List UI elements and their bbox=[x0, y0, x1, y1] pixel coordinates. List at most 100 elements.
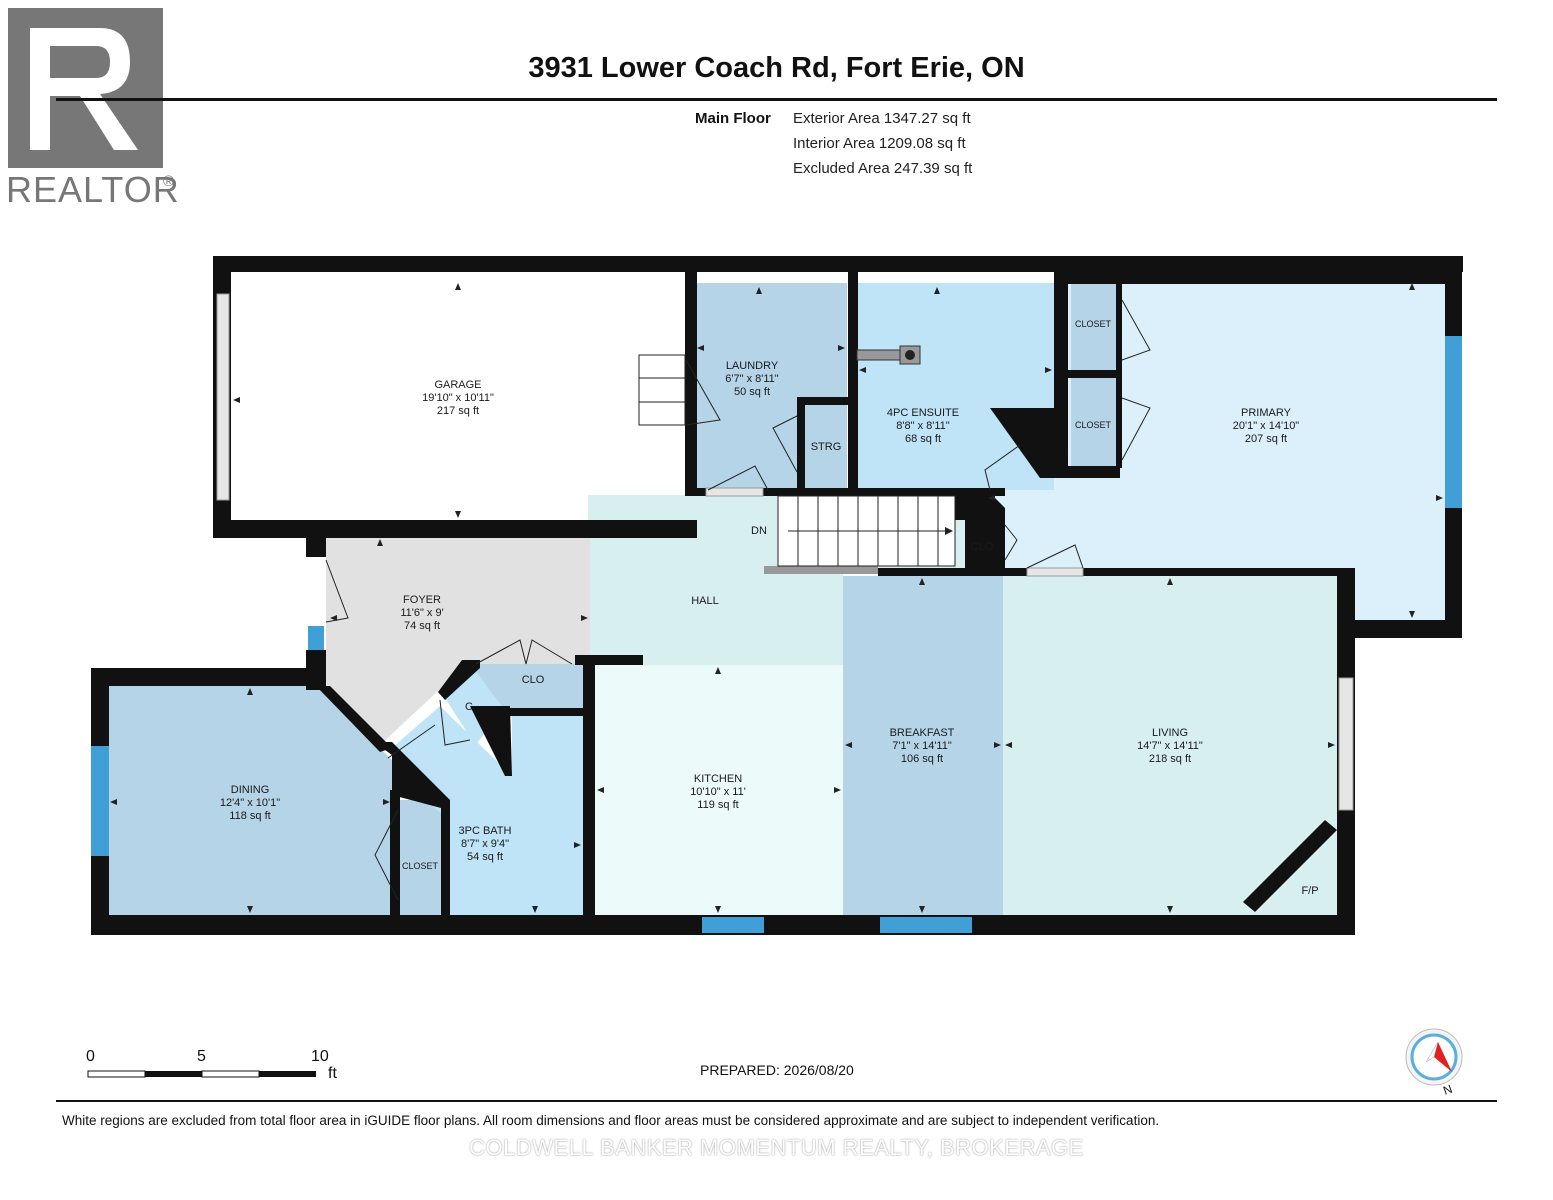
stair-arrow-head bbox=[945, 527, 953, 535]
wall bbox=[797, 397, 849, 405]
kitchen-name: KITCHEN bbox=[694, 773, 742, 785]
dimension-markers bbox=[110, 283, 1443, 913]
arrow-marker bbox=[1005, 742, 1012, 748]
door-swings bbox=[325, 299, 1151, 901]
window bbox=[1445, 336, 1462, 508]
wall bbox=[500, 708, 583, 716]
kitchen-fill bbox=[595, 665, 843, 915]
wall bbox=[575, 655, 643, 665]
breakfast-dims: 7'1" x 14'11" bbox=[892, 740, 952, 752]
wall bbox=[1347, 620, 1462, 638]
arrow-marker bbox=[247, 906, 253, 913]
strg-label: STRG bbox=[811, 441, 842, 453]
arrow-marker bbox=[574, 842, 581, 848]
primary-dims: 20'1" x 14'10" bbox=[1233, 420, 1300, 432]
door-swing bbox=[439, 699, 471, 746]
closet-dining-fill bbox=[398, 800, 441, 915]
window bbox=[880, 917, 972, 933]
wall bbox=[697, 488, 1005, 496]
interior-area: Interior Area 1209.08 sq ft bbox=[793, 135, 966, 152]
closet-top-fill bbox=[1071, 278, 1116, 370]
arrow-marker bbox=[110, 799, 117, 805]
garage-area: 217 sq ft bbox=[437, 405, 479, 417]
arrow-marker bbox=[597, 787, 604, 793]
arrow-marker bbox=[1167, 906, 1173, 913]
garage-dims: 19'10" x 10'11" bbox=[422, 392, 494, 404]
arrow-marker bbox=[697, 345, 704, 351]
clo-stair-label: CLO bbox=[971, 541, 994, 553]
ensuite-name: 4PC ENSUITE bbox=[887, 407, 959, 419]
arrow-marker bbox=[715, 906, 721, 913]
door-swing bbox=[1004, 524, 1018, 561]
wall bbox=[878, 568, 1355, 576]
realtor-r-logo bbox=[8, 8, 163, 168]
wall bbox=[583, 655, 595, 915]
door-swing bbox=[387, 724, 436, 759]
bath-name: 3PC BATH bbox=[459, 825, 512, 837]
wall bbox=[1056, 466, 1120, 478]
scale-segment bbox=[259, 1071, 316, 1077]
breakfast-fill bbox=[843, 576, 1003, 915]
windows bbox=[91, 293, 1462, 933]
wall bbox=[797, 397, 805, 490]
opening bbox=[705, 487, 764, 497]
north-compass-icon: N bbox=[1405, 1028, 1463, 1098]
prepared-date: PREPARED: 2026/08/20 bbox=[700, 1062, 854, 1078]
arrow-marker bbox=[859, 367, 866, 373]
foyer-area: 74 sq ft bbox=[404, 620, 440, 632]
ensuite-dims: 8'8" x 8'11" bbox=[896, 420, 949, 432]
arrow-marker bbox=[581, 615, 588, 621]
opening bbox=[216, 293, 230, 501]
compass-label: N bbox=[1441, 1082, 1454, 1098]
arrow-marker bbox=[455, 511, 461, 518]
wall bbox=[990, 408, 1068, 478]
breakfast-name: BREAKFAST bbox=[890, 727, 955, 739]
arrow-marker bbox=[838, 345, 845, 351]
breakfast-area: 106 sq ft bbox=[901, 753, 943, 765]
ensuite-fixture bbox=[856, 345, 921, 365]
primary-area: 207 sq ft bbox=[1245, 433, 1287, 445]
arrow-marker bbox=[834, 787, 841, 793]
excluded-area: Excluded Area 247.39 sq ft bbox=[793, 160, 973, 177]
foyer-fill bbox=[326, 537, 590, 745]
door-swing bbox=[707, 465, 769, 491]
kitchen-area: 119 sq ft bbox=[697, 799, 738, 811]
arrow-marker bbox=[1436, 495, 1443, 501]
opening bbox=[764, 566, 878, 574]
foyer-name: FOYER bbox=[403, 594, 441, 606]
wall bbox=[374, 742, 450, 915]
arrow-marker bbox=[1045, 367, 1052, 373]
dining-area: 118 sq ft bbox=[229, 810, 270, 822]
closet-primary-bottom-label: CLOSET bbox=[1075, 420, 1112, 430]
floor-label: Main Floor bbox=[695, 110, 771, 127]
arrow-marker bbox=[1167, 578, 1173, 585]
arrow-marker bbox=[330, 615, 337, 621]
garage-name: GARAGE bbox=[434, 379, 481, 391]
exterior-area: Exterior Area 1347.27 sq ft bbox=[793, 110, 971, 127]
laundry-dims: 6'7" x 8'11" bbox=[725, 373, 778, 385]
scale-segment bbox=[145, 1071, 202, 1077]
scale-unit: ft bbox=[328, 1065, 337, 1082]
garage-fill bbox=[230, 270, 685, 522]
arrow-marker bbox=[715, 667, 721, 674]
footer-divider bbox=[56, 1100, 1497, 1102]
hall-name: HALL bbox=[691, 595, 719, 607]
ensuite-fill bbox=[857, 283, 1054, 490]
wall bbox=[1068, 370, 1120, 378]
bath-dims: 8'7" x 9'4" bbox=[461, 838, 509, 850]
door-swing bbox=[1121, 397, 1151, 461]
wall bbox=[1243, 820, 1337, 912]
arrow-marker bbox=[994, 742, 1001, 748]
garage-steps bbox=[638, 354, 686, 426]
bath-fill bbox=[392, 706, 583, 915]
page-title: 3931 Lower Coach Rd, Fort Erie, ON bbox=[528, 52, 1025, 84]
window bbox=[91, 746, 109, 856]
arrow-marker bbox=[756, 287, 762, 294]
arrow-marker bbox=[247, 688, 253, 695]
living-name: LIVING bbox=[1152, 727, 1188, 739]
arrow-marker bbox=[934, 287, 940, 294]
arrow-marker bbox=[1409, 611, 1415, 618]
dining-fill bbox=[108, 686, 392, 915]
realtor-wordmark: REALTOR bbox=[6, 169, 180, 210]
